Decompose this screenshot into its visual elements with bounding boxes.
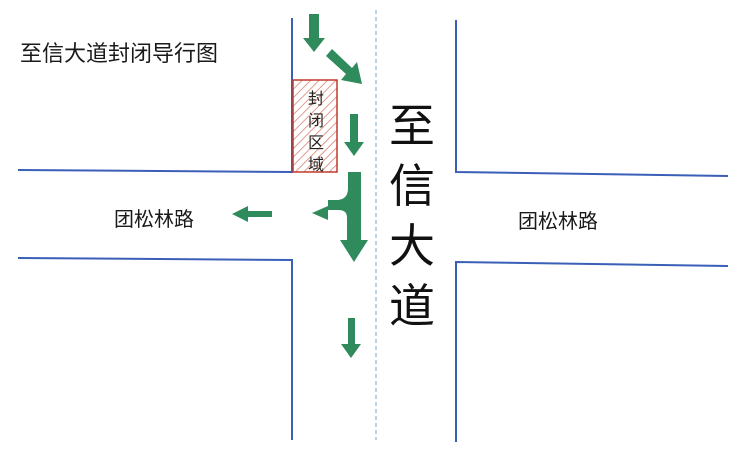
down-arrow-icon [303, 14, 325, 52]
diagonal-down-right-arrow-icon [326, 49, 362, 84]
road-edge-top-right [455, 20, 729, 177]
closed-zone-label: 封 闭 区 域 [300, 84, 332, 176]
split-left-down-arrow-icon [312, 172, 368, 262]
road-label-left: 团松林路 [114, 207, 194, 231]
closed-zone-char: 封 [307, 89, 324, 108]
road-label-vertical-char: 大 [389, 219, 435, 273]
road-edge-top-left [17, 18, 293, 174]
road-label-vertical-char: 信 [389, 159, 435, 213]
detour-arrows [232, 14, 368, 358]
left-arrow-icon [232, 206, 272, 222]
road-label-vertical-char: 至 [389, 99, 435, 153]
closed-zone-char: 闭 [307, 111, 324, 130]
down-arrow-icon [344, 114, 364, 156]
closed-zone-char: 区 [307, 133, 324, 152]
road-label-vertical: 至 信 大 道 [382, 96, 442, 336]
road-edge-bottom-left [17, 257, 293, 440]
closed-zone [292, 79, 338, 173]
road-label-vertical-char: 道 [389, 279, 435, 333]
page-title: 至信大道封闭导行图 [20, 42, 219, 67]
down-arrow-icon [341, 318, 361, 358]
closed-zone-char: 域 [307, 155, 324, 174]
road-label-right: 团松林路 [518, 209, 598, 233]
road-edge-bottom-right [455, 260, 729, 442]
road-edges [17, 18, 729, 442]
